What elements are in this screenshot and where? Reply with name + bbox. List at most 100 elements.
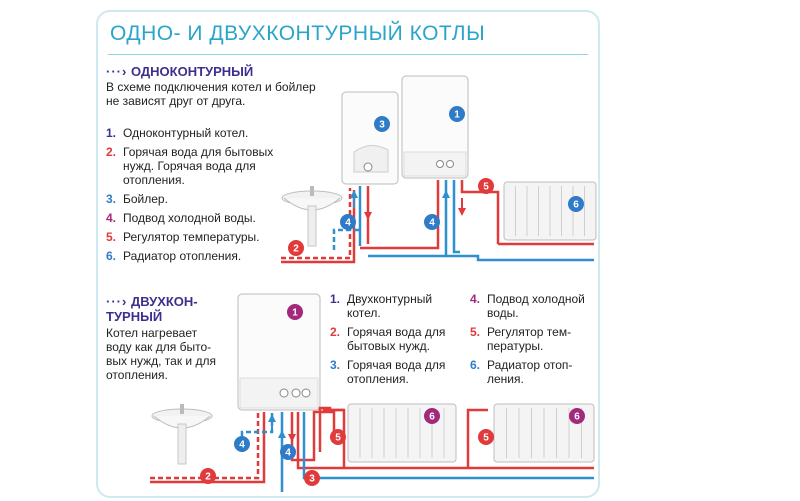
badge-circle <box>568 196 584 212</box>
badge-label: 6 <box>574 412 580 423</box>
badge-label: 6 <box>429 412 435 423</box>
badge-circle <box>449 106 465 122</box>
badge-label: 1 <box>454 110 460 121</box>
legend-line: пературы. <box>487 339 544 353</box>
double-desc-line: вых нужд, так и для <box>106 354 216 368</box>
badge-regulator-bottom-2: 5 <box>478 429 494 445</box>
legend-line: Одноконтурный котел. <box>123 126 249 140</box>
legend-line: Радиатор отоп- <box>487 358 573 372</box>
legend-num: 5. <box>106 230 117 244</box>
legend-line: отопления. <box>123 173 185 187</box>
double-desc-line: Котел нагревает <box>106 326 198 340</box>
badge-boiler1-top: 1 <box>449 106 465 122</box>
heading-arrow-icon: ···› <box>106 64 128 79</box>
legend-line: Горячая вода для <box>347 325 446 339</box>
badge-circle <box>478 429 494 445</box>
water-heater-top <box>341 91 399 185</box>
legend-line: отопления. <box>347 372 409 386</box>
badge-circle <box>304 470 320 486</box>
double-description: Котел нагревает воду как для быто- вых н… <box>106 326 216 382</box>
legend-line: Радиатор отопления. <box>123 249 242 263</box>
badge-hot-top: 2 <box>288 240 304 256</box>
legend-item: 1. Одноконтурный котел. <box>106 126 276 140</box>
diagram-title: ОДНО- И ДВУХКОНТУРНЫЙ КОТЛЫ <box>110 22 486 45</box>
legend-item: 5.Регулятор температуры. <box>106 230 276 244</box>
legend-item: 6.Радиатор отоп-ления. <box>470 358 590 386</box>
legend-line: Регулятор тем- <box>487 325 572 339</box>
badge-label: 4 <box>345 218 351 229</box>
badge-cold-top-right: 4 <box>424 214 440 230</box>
legend-line: воды. <box>487 306 519 320</box>
double-heading-line: ТУРНЫЙ <box>106 309 163 324</box>
badge-regulator-bottom-1: 5 <box>330 429 346 445</box>
radiator-bottom-1 <box>347 403 457 463</box>
badge-hot-bottom: 2 <box>200 468 216 484</box>
legend-num: 4. <box>470 292 481 306</box>
badge-label: 1 <box>292 308 298 319</box>
badge-label: 2 <box>293 244 299 255</box>
heading-arrow-icon: ···› <box>106 294 128 309</box>
sink-top <box>281 186 343 247</box>
badge-circle <box>424 214 440 230</box>
badge-label: 3 <box>379 120 385 131</box>
badge-heat-bottom: 3 <box>304 470 320 486</box>
legend-num: 6. <box>106 249 117 263</box>
badge-regulator-top: 5 <box>478 178 494 194</box>
badge-cold-bottom-2: 4 <box>280 444 296 460</box>
legend-line: нужд. Горячая вода для <box>123 159 256 173</box>
legend-line: Горячая вода для бытовых <box>123 145 274 159</box>
badge-boiler-top: 3 <box>374 116 390 132</box>
legend-item: 6. Радиатор отопления. <box>106 249 276 263</box>
legend-num: 3. <box>330 358 341 372</box>
double-desc-line: отопления. <box>106 368 168 382</box>
boiler-bottom <box>237 293 321 411</box>
legend-item: 5. Регулятор тем-пературы. <box>470 325 590 353</box>
legend-num: 4. <box>106 211 117 225</box>
badge-circle <box>234 436 250 452</box>
badge-circle <box>288 240 304 256</box>
double-desc-line: воду как для быто- <box>106 340 212 354</box>
single-heading-text: ОДНОКОНТУРНЫЙ <box>130 64 254 79</box>
badge-label: 4 <box>285 448 291 459</box>
badge-circle <box>424 408 440 424</box>
diagram-frame: ОДНО- И ДВУХКОНТУРНЫЙ КОТЛЫ <box>96 10 600 498</box>
legend-num: 2. <box>106 145 117 159</box>
badge-label: 4 <box>239 440 245 451</box>
badge-label: 6 <box>573 200 579 211</box>
title-divider <box>108 54 588 55</box>
legend-line: Горячая вода для <box>347 358 446 372</box>
badge-label: 2 <box>205 472 211 483</box>
badge-radiator-bottom-1: 6 <box>424 408 440 424</box>
badge-cold-bottom: 4 <box>234 436 250 452</box>
legend-num: 3. <box>106 192 117 206</box>
badge-boiler-bottom: 1 <box>287 304 303 320</box>
badge-radiator-top: 6 <box>568 196 584 212</box>
badge-circle <box>478 178 494 194</box>
badge-circle <box>200 468 216 484</box>
badge-cold-top: 4 <box>340 214 356 230</box>
badge-circle <box>280 444 296 460</box>
badge-label: 5 <box>483 433 489 444</box>
radiator-top <box>503 181 597 241</box>
legend-num: 5. <box>470 325 481 339</box>
legend-num: 2. <box>330 325 341 339</box>
legend-line: Подвод холодной <box>487 292 585 306</box>
legend-line: Бойлер. <box>123 192 168 206</box>
double-heading-line: ДВУХКОН- <box>130 294 198 309</box>
legend-item: 4.Подвод холодной воды. <box>106 211 276 225</box>
legend-line: котел. <box>347 306 381 320</box>
number-badges: 3 1 4 2 4 5 6 1 4 4 2 3 5 6 5 6 <box>200 106 585 486</box>
legend-num: 1. <box>106 126 117 140</box>
badge-circle <box>340 214 356 230</box>
single-description: В схеме подключения котел и бойлер не за… <box>106 80 316 108</box>
single-heading: ···› ОДНОКОНТУРНЫЙ <box>106 64 253 79</box>
legend-item: 3. Бойлер. <box>106 192 276 206</box>
sink-bottom <box>151 404 213 465</box>
badge-label: 3 <box>309 474 315 485</box>
